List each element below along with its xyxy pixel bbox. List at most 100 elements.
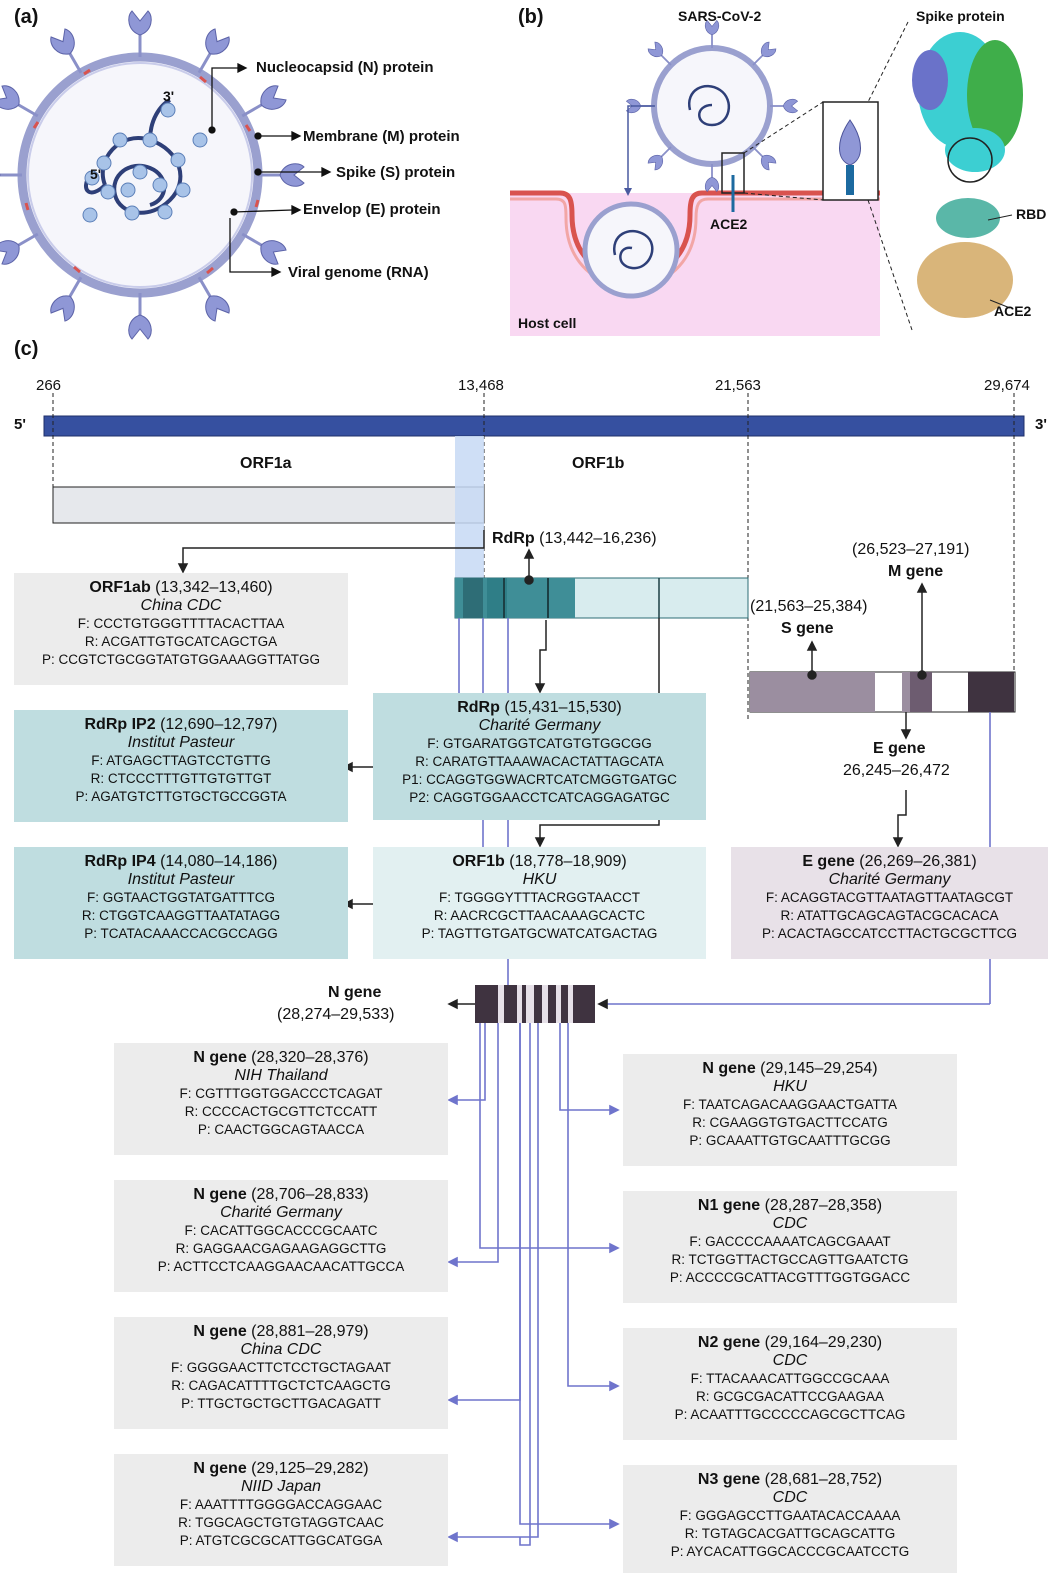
assay-name: N gene xyxy=(193,1460,247,1477)
assay-box: N gene (28,320–28,376) NIH Thailand F: C… xyxy=(114,1043,448,1155)
assay-name: ORF1b xyxy=(452,853,505,870)
assay-box: ORF1b (18,778–18,909) HKU F: TGGGGYTTTAC… xyxy=(373,847,706,959)
assay-range: (26,269–26,381) xyxy=(859,853,977,870)
assay-name: ORF1ab xyxy=(89,579,151,596)
assay-name: N gene xyxy=(193,1049,247,1066)
rdrp-region-label: RdRp (13,442–16,236) xyxy=(492,530,657,548)
assay-range: (28,706–28,833) xyxy=(251,1186,369,1203)
orf1b-label: ORF1b xyxy=(572,455,625,472)
assay-seq: F: GGTAACTGGTATGATTTCG xyxy=(87,890,275,905)
assay-source: China CDC xyxy=(140,597,222,614)
assay-box: N2 gene (29,164–29,230) CDC F: TTACAAACA… xyxy=(623,1328,957,1440)
assay-box: N gene (29,145–29,254) HKU F: TAATCAGACA… xyxy=(623,1054,957,1166)
s-gene-range: (21,563–25,384) xyxy=(750,598,868,615)
assay-seq: P: GCAAATTGTGCAATTTGCGG xyxy=(689,1133,891,1148)
assay-box: RdRp IP4 (14,080–14,186) Institut Pasteu… xyxy=(14,847,348,959)
assay-seq: P: TCATACAAACCACGCCAGG xyxy=(84,926,278,941)
spike-label: Spike (S) protein xyxy=(336,164,456,181)
assay-seq: P: AGATGTCTTGTGCTGCCGGTA xyxy=(75,789,287,804)
assay-box: RdRp IP2 (12,690–12,797) Institut Pasteu… xyxy=(14,710,348,822)
n-gene-range: (28,274–29,533) xyxy=(277,1006,395,1023)
assay-seq: R: CGAAGGTGTGACTTCCATG xyxy=(692,1115,888,1130)
prime5-label: 5' xyxy=(90,166,102,182)
assay-box: ORF1ab (13,342–13,460) China CDC F: CCCT… xyxy=(14,573,348,685)
assay-seq: P: CAACTGGCAGTAACCA xyxy=(197,1122,365,1137)
prime3-label: 3' xyxy=(163,88,175,104)
assay-seq: F: AAATTTTGGGGACCAGGAAC xyxy=(179,1497,383,1512)
assay-seq: R: TCTGGTTACTGCCAGTTGAATCTG xyxy=(671,1252,909,1267)
assay-seq: F: TAATCAGACAAGGAACTGATTA xyxy=(682,1097,898,1112)
assay-source: HKU xyxy=(773,1078,807,1095)
assay-source: Charité Germany xyxy=(220,1204,342,1221)
assay-seq: P1: CCAGGTGGWACRTCATCMGGTGATGC xyxy=(402,772,677,787)
assay-box: E gene (26,269–26,381) Charité Germany F… xyxy=(731,847,1048,959)
assay-source: CDC xyxy=(772,1489,808,1506)
viral-genome-label: Viral genome (RNA) xyxy=(288,264,429,281)
tick-29674: 29,674 xyxy=(984,377,1030,394)
assay-seq: F: GACCCCAAAATCAGCGAAAT xyxy=(689,1234,891,1249)
assay-seq: F: ATGAGCTTAGTCCTGTTG xyxy=(91,753,271,768)
assay-seq: R: CAGACATTTTGCTCTCAAGCTG xyxy=(171,1378,391,1393)
assay-seq: F: GGGAGCCTTGAATACACCAAAA xyxy=(679,1508,901,1523)
genome-5prime: 5' xyxy=(14,416,26,433)
assay-range: (18,778–18,909) xyxy=(509,853,627,870)
assay-box: RdRp (15,431–15,530) Charité Germany F: … xyxy=(373,693,706,820)
assay-source: Institut Pasteur xyxy=(127,734,235,751)
genome-bar xyxy=(43,415,1025,437)
assay-source: Charité Germany xyxy=(478,717,601,734)
assay-range: (28,881–28,979) xyxy=(251,1323,369,1340)
assay-seq: P: ACAATTTGCCCCCAGCGCTTCAG xyxy=(674,1407,906,1422)
assay-name: N gene xyxy=(702,1060,756,1077)
e-gene-range: 26,245–26,472 xyxy=(843,762,950,779)
assay-range: (28,320–28,376) xyxy=(251,1049,369,1066)
assay-source: NIH Thailand xyxy=(234,1067,328,1084)
assay-name: RdRp IP2 xyxy=(84,716,156,733)
nucleocapsid-label: Nucleocapsid (N) protein xyxy=(256,59,434,76)
assay-seq: R: CTCCCTTTGTTGTGTTGT xyxy=(90,771,272,786)
m-gene-range: (26,523–27,191) xyxy=(852,541,970,558)
assay-source: Charité Germany xyxy=(828,871,951,888)
assay-box: N gene (28,881–28,979) China CDC F: GGGG… xyxy=(114,1317,448,1429)
assay-seq: P: ACACTAGCCATCCTTACTGCGCTTCG xyxy=(762,926,1017,941)
assay-seq: R: ACGATTGTGCATCAGCTGA xyxy=(84,634,278,649)
assay-seq: P: ACTTCCTCAAGGAACAACATTGCCA xyxy=(157,1259,405,1274)
assay-name: N gene xyxy=(193,1323,247,1340)
assay-seq: R: AACRCGCTTAACAAAGCACTC xyxy=(433,908,646,923)
rbd-label: RBD xyxy=(1016,206,1047,222)
virus-illustration xyxy=(0,9,1023,340)
assay-name: N3 gene xyxy=(697,1471,761,1488)
assay-seq: F: TGGGGYTTTACRGGTAACCT xyxy=(439,890,640,905)
assay-name: N gene xyxy=(193,1186,247,1203)
assay-seq: R: CTGGTCAAGGTTAATATAGG xyxy=(81,908,281,923)
envelope-label: Envelop (E) protein xyxy=(303,201,441,218)
ace2-structure-label: ACE2 xyxy=(994,303,1032,319)
m-gene-name: M gene xyxy=(888,563,944,580)
assay-seq: P: CCGTCTGCGGTATGTGGAAAGGTTATGG xyxy=(42,652,320,667)
assay-seq: F: TTACAAACATTGGCCGCAAA xyxy=(690,1371,890,1386)
assay-box: N1 gene (28,287–28,358) CDC F: GACCCCAAA… xyxy=(623,1191,957,1303)
assay-name: E gene xyxy=(802,853,855,870)
assay-seq: R: CCCCACTGCGTTCTCCATT xyxy=(184,1104,378,1119)
assay-range: (29,125–29,282) xyxy=(251,1460,369,1477)
n-gene-name: N gene xyxy=(328,984,382,1001)
assay-source: NIID Japan xyxy=(240,1478,322,1495)
assay-seq: P: TAGTTGTGATGCWATCATGACTAG xyxy=(421,926,658,941)
membrane-label: Membrane (M) protein xyxy=(303,128,460,145)
assay-seq: R: ATATTGCAGCAGTACGCACACA xyxy=(780,908,999,923)
genome-3prime: 3' xyxy=(1035,416,1047,433)
assay-name: N2 gene xyxy=(697,1334,761,1351)
assay-range: (28,287–28,358) xyxy=(764,1197,883,1214)
panel-label-a: (a) xyxy=(14,6,39,28)
assay-seq: P: ACCCCGCATTACGTTTGGTGGACC xyxy=(669,1270,911,1285)
assay-seq: R: CARATGTTAAAWACACTATTAGCATA xyxy=(415,754,664,769)
assay-seq: P: ATGTCGCGCATTGGCATGGA xyxy=(179,1533,383,1548)
assay-range: (13,342–13,460) xyxy=(155,579,273,596)
ace2-receptor-label: ACE2 xyxy=(710,216,748,232)
assay-source: China CDC xyxy=(240,1341,322,1358)
rdrp-range: (13,442–16,236) xyxy=(539,530,657,547)
tick-21563: 21,563 xyxy=(715,377,761,394)
assay-range: (29,145–29,254) xyxy=(760,1060,878,1077)
panel-label-b: (b) xyxy=(518,6,544,28)
assay-name: N1 gene xyxy=(697,1197,761,1214)
assay-range: (12,690–12,797) xyxy=(160,716,278,733)
